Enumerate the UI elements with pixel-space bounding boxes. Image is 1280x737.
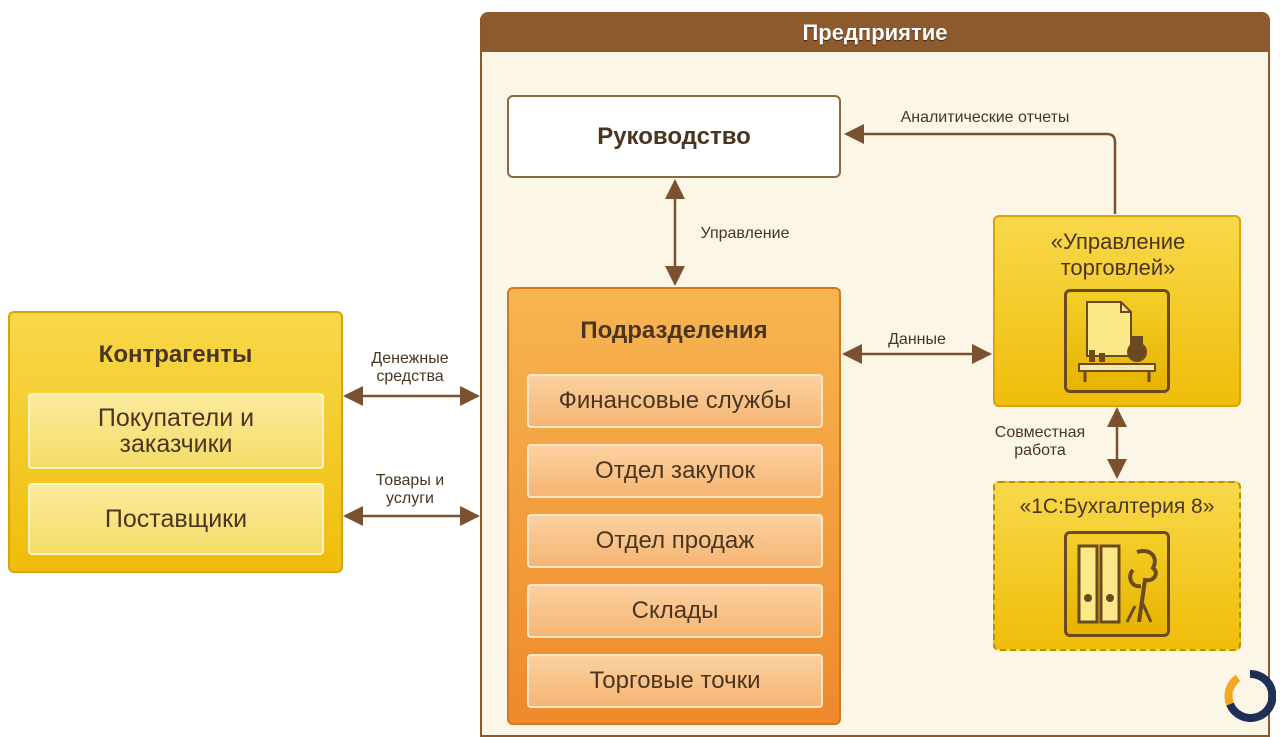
analytics-arrow [844, 124, 1117, 214]
binders-icon [1064, 531, 1170, 637]
management-box: Руководство [507, 95, 841, 178]
joint-work-label: Совместная работа [994, 424, 1086, 459]
division-finance: Финансовые службы [527, 374, 823, 428]
division-purchasing: Отдел закупок [527, 444, 823, 498]
goods-label: Товары и услуги [375, 472, 445, 507]
counterparties-box: Контрагенты Покупатели и заказчики Поста… [8, 311, 343, 573]
trade-app-title: «Управление торговлей» [1050, 229, 1186, 280]
accounting-app-title: «1С:Бухгалтерия 8» [1019, 495, 1215, 518]
counterparty-suppliers: Поставщики [28, 483, 324, 555]
management-title: Руководство [597, 122, 751, 150]
analytics-reports-label: Аналитические отчеты [900, 109, 1070, 126]
logo-mark-icon [1224, 670, 1276, 722]
counterparties-title: Контрагенты [98, 341, 253, 368]
divisions-title: Подразделения [580, 317, 768, 344]
data-label: Данные [888, 331, 946, 348]
counterparty-buyers-label: Покупатели и заказчики [97, 404, 255, 458]
trade-app-box: «Управление торговлей» [993, 215, 1241, 407]
accounting-app-box: «1С:Бухгалтерия 8» [993, 481, 1241, 651]
divisions-box: Подразделения Финансовые службы Отдел за… [507, 287, 841, 725]
counterparty-buyers: Покупатели и заказчики [28, 393, 324, 469]
division-warehouses: Склады [527, 584, 823, 638]
division-sales: Отдел продаж [527, 514, 823, 568]
division-retail-points: Торговые точки [527, 654, 823, 708]
enterprise-title: Предприятие [482, 14, 1268, 52]
control-label: Управление [700, 225, 790, 242]
office-desk-icon [1064, 289, 1170, 393]
money-label: Денежные средства [371, 350, 449, 385]
